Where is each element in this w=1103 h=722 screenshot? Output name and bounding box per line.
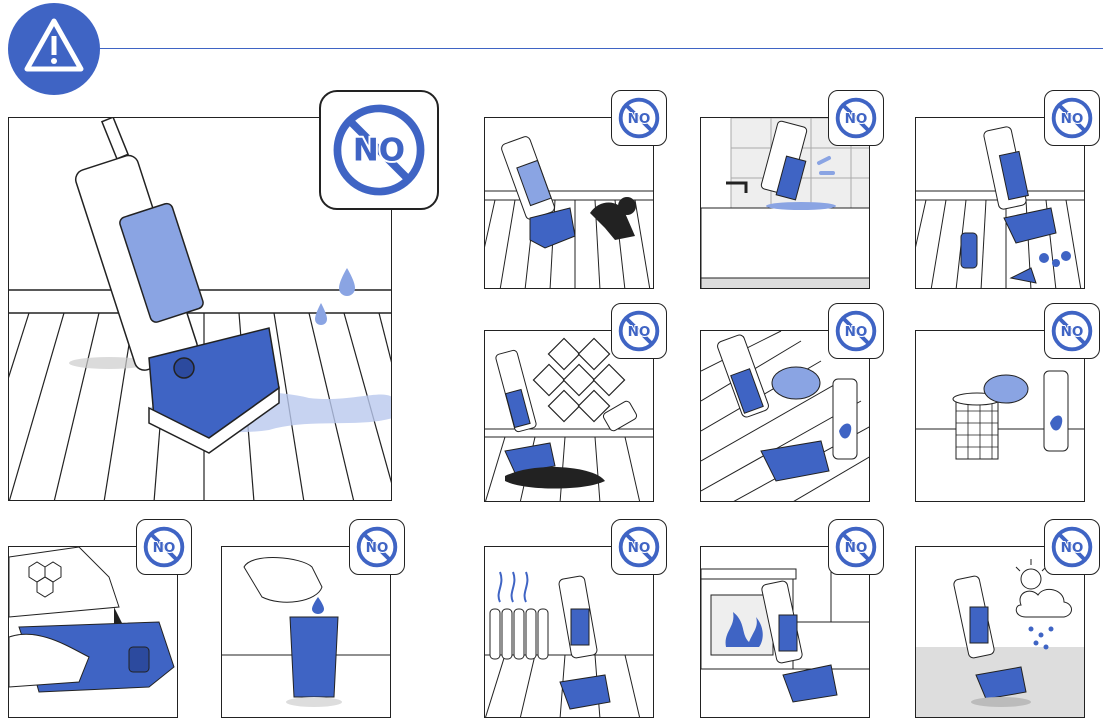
no-badge: NO [1044, 303, 1100, 359]
header-divider [96, 48, 1103, 49]
no-badge: NO [828, 519, 884, 575]
no-sign-icon: NO [1051, 526, 1093, 568]
panel-cleaning-liquids [915, 117, 1085, 289]
svg-text:NO: NO [628, 540, 651, 556]
no-sign-icon: NO [143, 526, 185, 568]
panel-outdoors-weather [915, 546, 1085, 718]
svg-text:NO: NO [366, 540, 389, 556]
warning-icon [8, 3, 100, 95]
svg-text:NO: NO [628, 111, 651, 127]
no-sign-icon: NO [835, 97, 877, 139]
no-sign-icon: NO [618, 526, 660, 568]
no-badge: NO [828, 90, 884, 146]
no-badge: NO [1044, 90, 1100, 146]
no-sign-icon: NO [356, 526, 398, 568]
svg-text:NO: NO [153, 540, 176, 556]
panel-child-near-mop [484, 117, 654, 289]
svg-text:NO: NO [845, 324, 868, 340]
no-badge: NO [1044, 519, 1100, 575]
no-badge: NO [136, 519, 192, 575]
no-badge: NO [611, 90, 667, 146]
no-badge-large: NO [319, 90, 439, 210]
svg-text:NO: NO [845, 111, 868, 127]
no-sign-icon: NO [835, 526, 877, 568]
no-sign-icon: NO [618, 97, 660, 139]
no-sign-icon: NO [1051, 310, 1093, 352]
svg-text:NO: NO [1061, 540, 1084, 556]
no-badge: NO [611, 519, 667, 575]
svg-text:NO: NO [1061, 111, 1084, 127]
svg-text:NO: NO [845, 540, 868, 556]
no-sign-icon: NO [1051, 97, 1093, 139]
no-badge: NO [828, 303, 884, 359]
panel-aerosol-spray-on-mop [700, 330, 870, 502]
no-badge: NO [349, 519, 405, 575]
no-sign-icon: NO [618, 310, 660, 352]
svg-text:NO: NO [1061, 324, 1084, 340]
no-sign-icon: NO [835, 310, 877, 352]
no-badge: NO [611, 303, 667, 359]
no-text: NO [353, 133, 405, 169]
panel-hazardous-chemicals [484, 330, 654, 502]
no-sign-icon: NO [333, 104, 425, 196]
svg-text:NO: NO [628, 324, 651, 340]
